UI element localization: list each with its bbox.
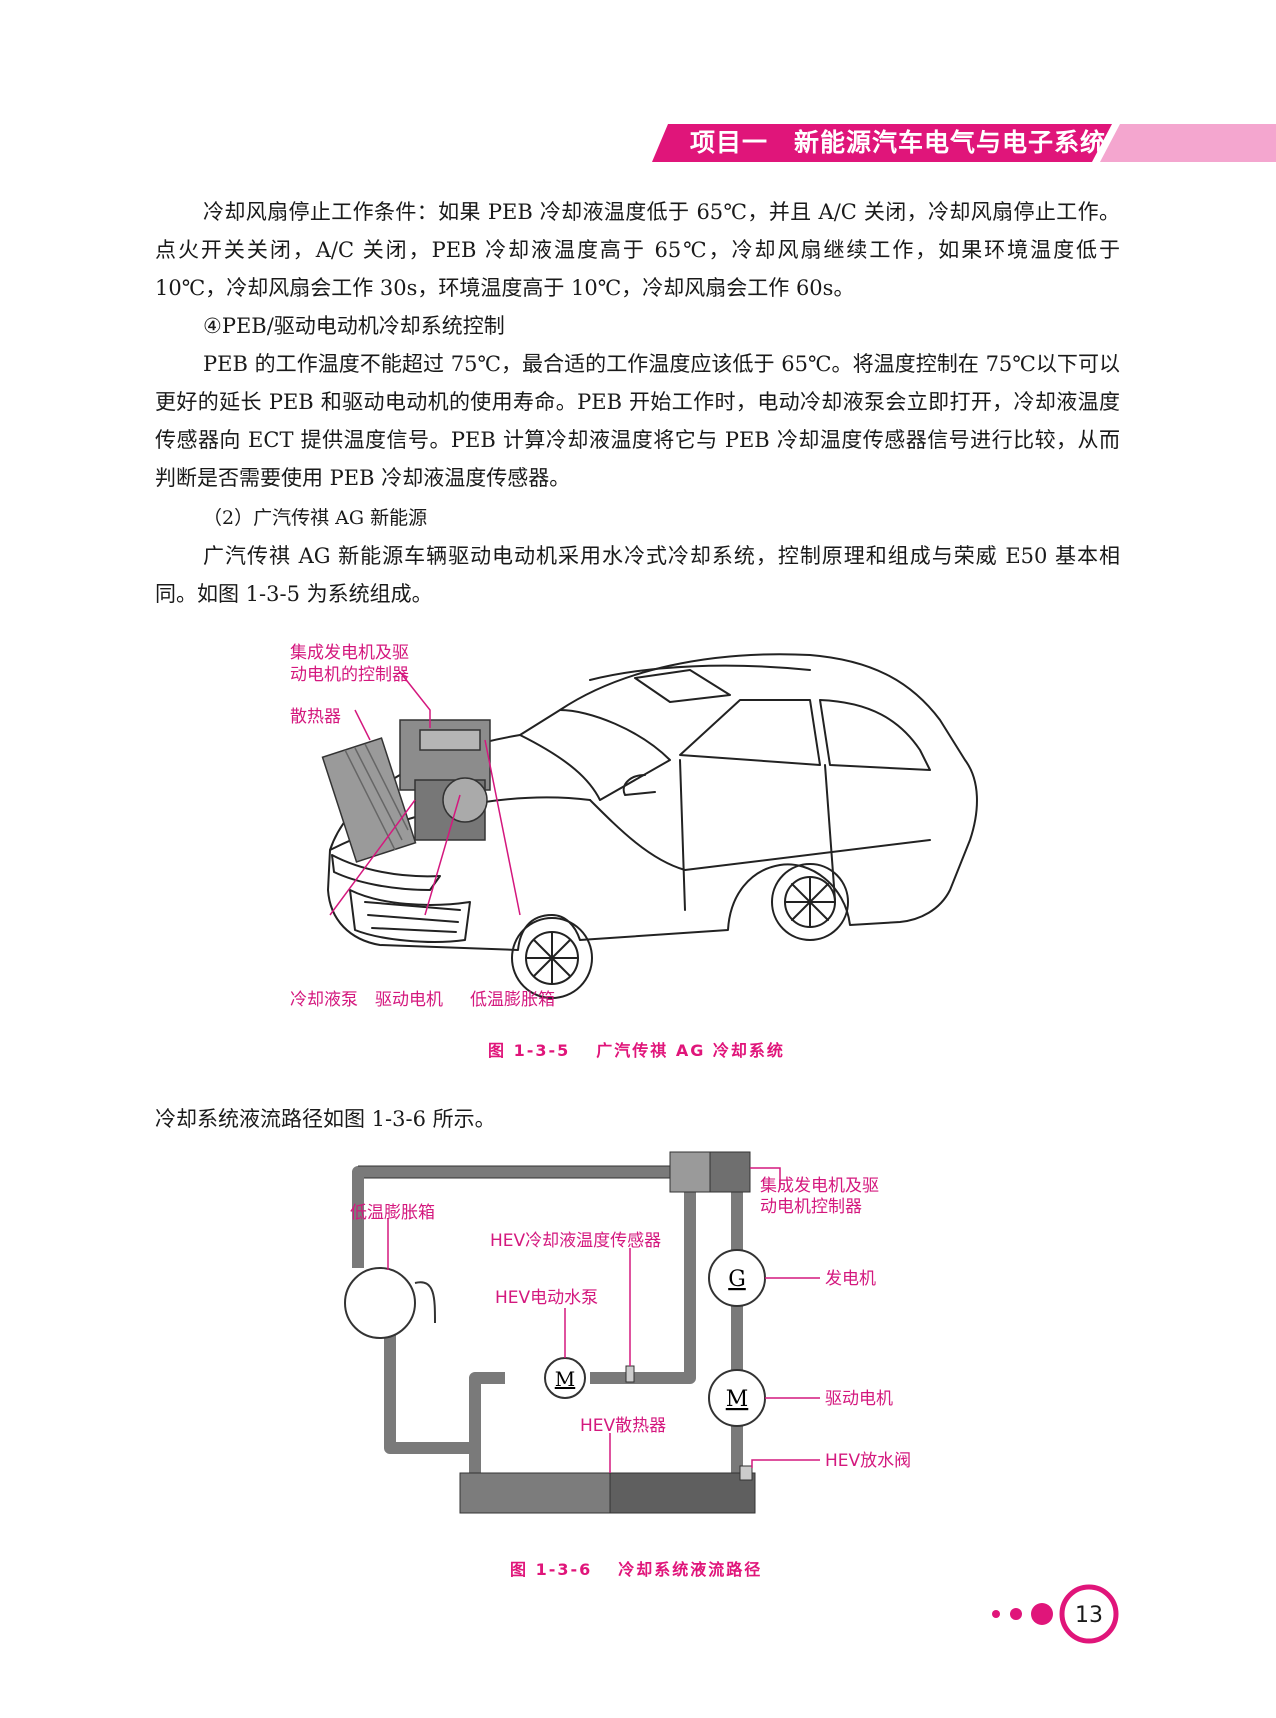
body-text: 冷却风扇停止工作条件：如果 PEB 冷却液温度低于 65℃，并且 A/C 关闭，… <box>155 193 1120 613</box>
figure2-caption-number: 图 1-3-6 <box>510 1560 593 1579</box>
label-tank: 低温膨胀箱 <box>470 990 555 1010</box>
paragraph-gac-cooling: 广汽传祺 AG 新能源车辆驱动电动机采用水冷式冷却系统，控制原理和组成与荣威 E… <box>155 544 1120 606</box>
label-controller-line1: 集成发电机及驱 <box>760 1176 879 1196</box>
paragraph-flow-path: 冷却系统液流路径如图 1-3-6 所示。 <box>155 1107 496 1131</box>
label-controller-line1: 集成发电机及驱 <box>290 643 409 663</box>
label-pump: 冷却液泵 <box>290 990 358 1010</box>
label-hev-radiator: HEV散热器 <box>580 1416 666 1436</box>
page-number-badge: 13 <box>992 1584 1119 1644</box>
label-drive-motor: 驱动电机 <box>825 1389 893 1409</box>
label-hev-sensor: HEV冷却液温度传感器 <box>490 1231 661 1251</box>
header-title: 项目一 新能源汽车电气与电子系统 <box>690 128 1107 157</box>
figure2-caption-text: 冷却系统液流路径 <box>618 1560 763 1579</box>
figure1-caption-number: 图 1-3-5 <box>488 1041 571 1060</box>
header-band <box>652 124 1276 162</box>
figure-car-cooling: 集成发电机及驱 动电机的控制器 散热器 冷却液泵 驱动电机 低温膨胀箱 <box>290 643 978 1010</box>
figure2-caption: 图 1-3-6 冷却系统液流路径 <box>510 1556 762 1580</box>
subheading-gac-ag: （2）广汽传祺 AG 新能源 <box>203 507 428 529</box>
label-hev-pump: HEV电动水泵 <box>495 1288 598 1308</box>
figure1-caption-text: 广汽传祺 AG 冷却系统 <box>596 1041 785 1060</box>
generator-symbol: G <box>728 1267 746 1292</box>
label-motor: 驱动电机 <box>375 990 443 1010</box>
pump-symbol: M <box>555 1367 575 1391</box>
figure-flow-path: M G M 低温膨胀箱 HEV冷却液温度传感器 HEV电动水泵 HEV散热器 集… <box>344 1151 911 1514</box>
figure1-caption: 图 1-3-5 广汽传祺 AG 冷却系统 <box>488 1037 785 1061</box>
paragraph-peb-temp: PEB 的工作温度不能超过 75℃，最合适的工作温度应该低于 65℃。将温度控制… <box>155 352 1120 490</box>
label-generator: 发电机 <box>825 1269 876 1289</box>
paragraph-fan-stop: 冷却风扇停止工作条件：如果 PEB 冷却液温度低于 65℃，并且 A/C 关闭，… <box>155 200 1120 300</box>
drive-motor-symbol: M <box>726 1387 749 1412</box>
subheading-peb-control: ④PEB/驱动电动机冷却系统控制 <box>203 314 505 338</box>
page-number: 13 <box>1075 1603 1103 1628</box>
label-radiator: 散热器 <box>290 707 341 727</box>
label-controller-line2: 动电机的控制器 <box>290 665 409 685</box>
label-controller-line2: 动电机控制器 <box>760 1197 862 1217</box>
label-expansion-tank: 低温膨胀箱 <box>350 1203 435 1223</box>
label-drain-valve: HEV放水阀 <box>825 1451 911 1471</box>
